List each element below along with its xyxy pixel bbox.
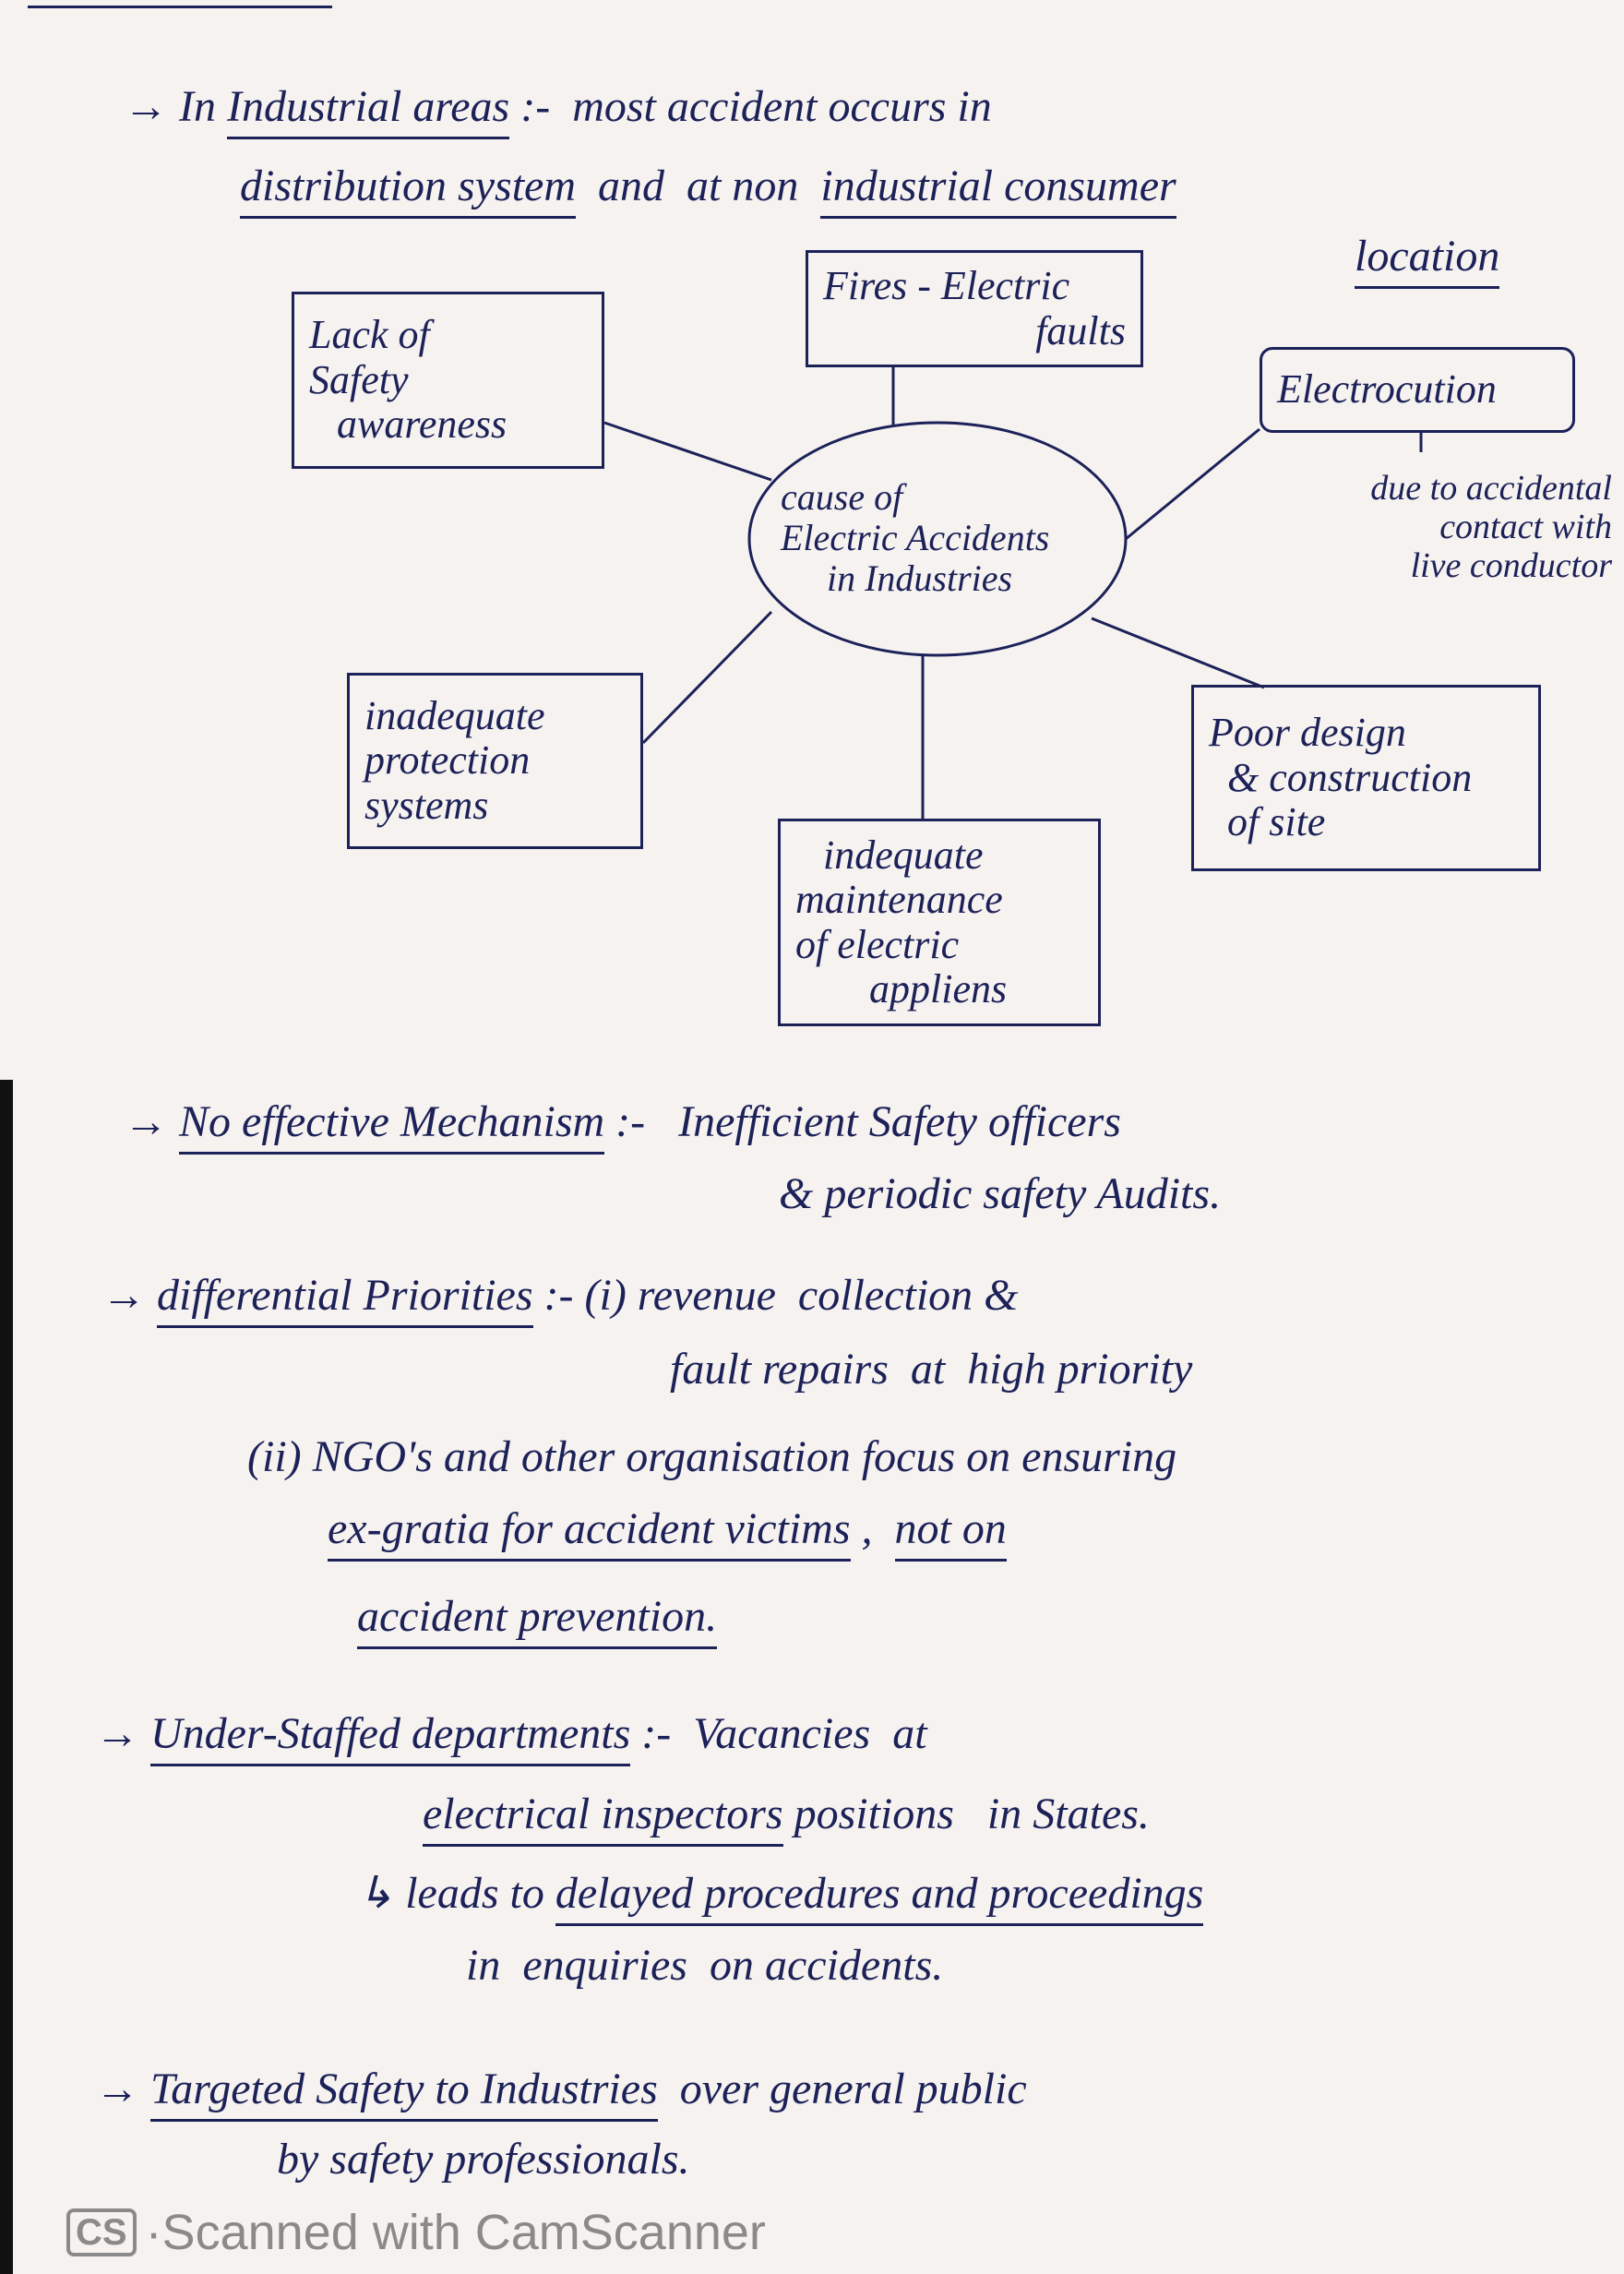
underlined-phrase: delayed procedures and proceedings: [555, 1869, 1204, 1926]
text-line: (ii) NGO's and other organisation focus …: [247, 1435, 1176, 1479]
underlined-phrase: Industrial areas: [226, 82, 510, 139]
text-line: distribution system and at non industria…: [240, 162, 1176, 219]
text-fragment: & periodic safety Audits.: [779, 1169, 1222, 1218]
text-line: location: [1355, 232, 1500, 289]
text-fragment: in enquiries on accidents.: [466, 1941, 944, 1990]
text-fragment: ↳ leads to: [357, 1869, 555, 1918]
text-fragment: fault repairs at high priority: [670, 1345, 1193, 1394]
text-line: ↳ leads to delayed procedures and procee…: [357, 1869, 1204, 1926]
underlined-phrase: Targeted Safety to Industries: [150, 2065, 658, 2122]
text-fragment: →: [102, 1271, 157, 1320]
text-fragment: :- Vacancies at: [630, 1709, 927, 1758]
text-fragment: → In: [124, 82, 227, 131]
top-rule: [28, 6, 332, 8]
underlined-phrase: Under-Staffed departments: [150, 1709, 631, 1766]
camscanner-logo-icon: CS: [66, 2208, 137, 2256]
node-fires-electric-faults: Fires - Electric faults: [806, 250, 1143, 367]
text-line: electrical inspectors positions in State…: [423, 1789, 1150, 1847]
text-line: ex-gratia for accident victims , not on: [328, 1504, 1007, 1562]
underlined-phrase: industrial consumer: [820, 162, 1176, 219]
connector-design: [1091, 616, 1265, 689]
text-line: in enquiries on accidents.: [466, 1944, 943, 1988]
underlined-phrase: distribution system: [240, 162, 577, 219]
text-line: → Under-Staffed departments :- Vacancies…: [95, 1709, 927, 1766]
text-fragment: →: [124, 1097, 179, 1146]
text-line: → In Industrial areas :- most accident o…: [124, 82, 992, 139]
text-line: → No effective Mechanism :- Inefficient …: [124, 1097, 1121, 1155]
node-poor-design-construction: Poor design & construction of site: [1191, 685, 1541, 871]
text-fragment: :- Inefficient Safety officers: [604, 1097, 1121, 1146]
text-fragment: :- most accident occurs in: [509, 82, 992, 131]
connector-lack: [603, 421, 772, 482]
text-line: & periodic safety Audits.: [779, 1172, 1221, 1216]
text-fragment: and at non: [576, 162, 821, 210]
node-inadequate-protection-systems: inadequate protection systems: [347, 673, 643, 849]
note-text: contact with: [1439, 508, 1612, 547]
text-fragment: :- (i) revenue collection &: [532, 1271, 1019, 1320]
node-text: of site: [1227, 799, 1326, 845]
text-line: → differential Priorities :- (i) revenue…: [102, 1271, 1019, 1328]
underlined-phrase: accident prevention.: [357, 1592, 718, 1649]
center-line: cause of: [781, 476, 903, 518]
text-line: by safety professionals.: [277, 2137, 690, 2182]
underlined-phrase: ex-gratia for accident victims: [328, 1504, 851, 1562]
connector-electrocution: [1125, 427, 1260, 541]
text-line: → Targeted Safety to Industries over gen…: [95, 2065, 1027, 2122]
text-fragment: (ii) NGO's and other organisation focus …: [247, 1432, 1177, 1481]
scan-edge-shadow: [0, 1080, 13, 2274]
node-inadequate-maintenance: indequate maintenance of electric applie…: [778, 819, 1101, 1026]
center-line: Electric Accidents: [781, 517, 1050, 558]
node-text: Lack of: [309, 312, 430, 358]
note-text: live conductor: [1410, 545, 1612, 585]
underlined-phrase: electrical inspectors: [423, 1789, 783, 1847]
underlined-phrase: differential Priorities: [157, 1271, 533, 1328]
mind-map-connectors: [603, 367, 1423, 819]
note-text: due to accidental: [1370, 469, 1612, 509]
text-fragment: ,: [850, 1504, 895, 1553]
text-fragment: over general public: [657, 2065, 1027, 2113]
center-node: cause of Electric Accidents in Industrie…: [766, 441, 1109, 635]
node-text: faults: [1035, 307, 1126, 353]
underlined-phrase: location: [1355, 232, 1500, 289]
node-text: protection: [364, 737, 531, 784]
node-text: Safety: [309, 356, 409, 402]
node-text: awareness: [337, 401, 508, 448]
node-text: Electrocution: [1277, 366, 1497, 413]
watermark-text: ·Scanned with CamScanner: [145, 2205, 766, 2260]
text-fragment: →: [95, 2065, 150, 2113]
text-line: accident prevention.: [357, 1592, 718, 1649]
connector-protection: [641, 610, 773, 745]
node-text: Fires - Electric: [823, 263, 1070, 309]
node-text: & construction: [1227, 754, 1473, 800]
underlined-phrase: not on: [894, 1504, 1007, 1562]
node-lack-of-safety-awareness: Lack of Safety awareness: [292, 292, 604, 469]
node-text: indequate: [823, 832, 984, 878]
text-fragment: positions in States.: [782, 1789, 1150, 1838]
node-text: maintenance: [795, 877, 1003, 923]
text-line: fault repairs at high priority: [670, 1347, 1192, 1392]
node-text: appliens: [869, 965, 1008, 1011]
camscanner-watermark: CS ·Scanned with CamScanner: [66, 2208, 766, 2257]
underlined-phrase: No effective Mechanism: [179, 1097, 605, 1155]
node-text: Poor design: [1209, 710, 1406, 756]
node-text: of electric: [795, 921, 960, 967]
electrocution-note: due to accidental contact with live cond…: [1289, 454, 1612, 602]
text-fragment: by safety professionals.: [277, 2135, 690, 2184]
text-fragment: →: [95, 1709, 150, 1758]
node-text: systems: [364, 782, 489, 828]
node-text: inadequate: [364, 692, 545, 738]
node-electrocution: Electrocution: [1260, 347, 1575, 433]
center-line: in Industries: [827, 557, 1013, 599]
